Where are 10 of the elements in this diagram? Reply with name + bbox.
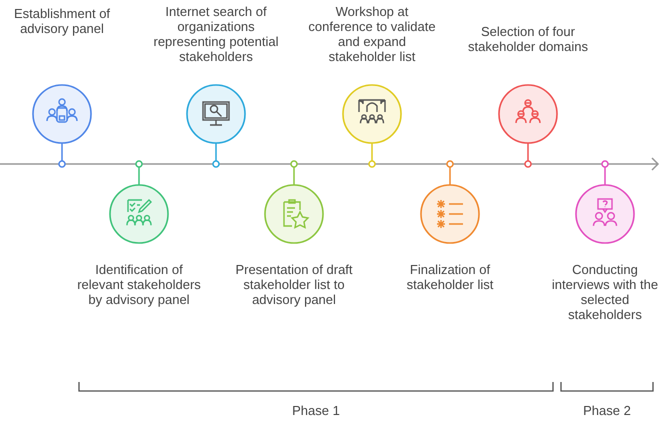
step-label: Identification of relevant stakeholders by advisory panel (76, 262, 202, 307)
step-label: Conducting interviews with the selected stakeholders (550, 262, 660, 322)
step-label: Internet search of organizations representing potential stakeholders (152, 4, 280, 64)
step-label: Workshop at conference to validate and expand stakeholder list (307, 4, 437, 64)
phase-label: Phase 2 (582, 403, 632, 418)
phase-label: Phase 1 (291, 403, 341, 418)
step-label: Presentation of draft stakeholder list to advisory panel (234, 262, 354, 307)
step-label: Establishment of advisory panel (12, 6, 112, 36)
step-label: Selection of four stakeholder domains (467, 24, 589, 54)
step-label: Finalization of stakeholder list (406, 262, 494, 292)
